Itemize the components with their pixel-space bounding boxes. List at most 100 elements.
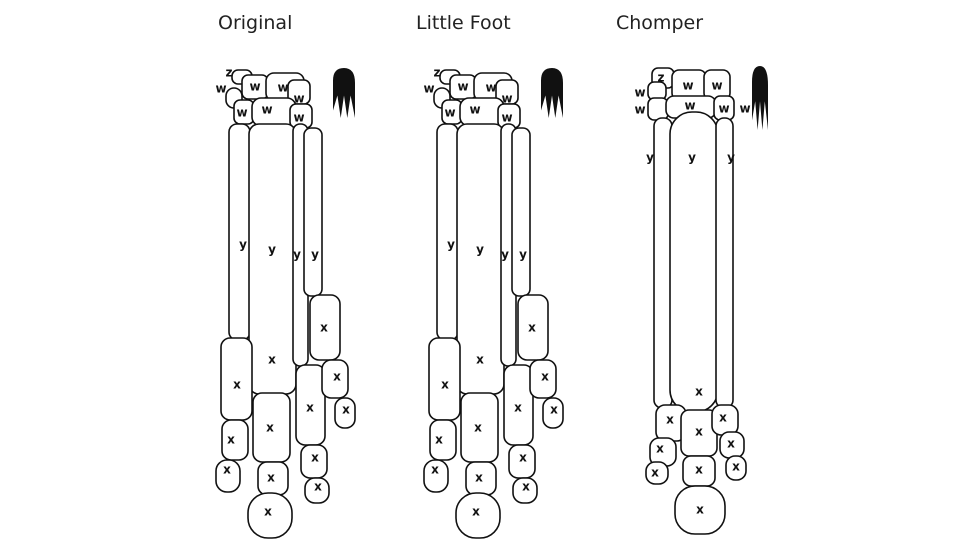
metacarpal (511, 127, 531, 297)
bone-label-w: w (501, 111, 512, 125)
bone-label-w: w (485, 81, 496, 95)
bone-label-w: w (739, 102, 750, 116)
bone-label-y: y (519, 248, 527, 262)
bone-label-y: y (293, 248, 301, 262)
bone-label-w: w (215, 82, 226, 96)
panel-title-little-foot: Little Foot (416, 12, 511, 34)
bone-label-z: z (658, 71, 665, 85)
carpal (647, 97, 669, 121)
bone-label-y: y (268, 243, 276, 257)
bone-label-w: w (457, 80, 468, 94)
bone-label-w: w (293, 92, 304, 106)
hand-silhouette-icon (541, 68, 563, 118)
bone-label-x: x (651, 466, 659, 480)
bone-label-x: x (320, 321, 328, 335)
phalanx (455, 492, 501, 539)
bone-label-w: w (634, 86, 645, 100)
bone-label-x: x (719, 411, 727, 425)
panel-title-chomper: Chomper (616, 12, 704, 34)
bone-label-w: w (634, 103, 645, 117)
bone-label-x: x (227, 433, 235, 447)
phalanx (321, 359, 349, 399)
phalanx (334, 397, 356, 429)
bone-label-x: x (514, 401, 522, 415)
bone-label-x: x (314, 480, 322, 494)
bone-label-x: x (306, 401, 314, 415)
bone-label-y: y (646, 151, 654, 165)
bone-label-z: z (434, 66, 441, 80)
bone-label-x: x (476, 353, 484, 367)
bone-label-w: w (277, 81, 288, 95)
bone-label-y: y (447, 238, 455, 252)
bone-label-x: x (474, 421, 482, 435)
bone-label-x: x (732, 460, 740, 474)
bone-label-x: x (441, 378, 449, 392)
phalanx (645, 461, 669, 485)
bone-label-x: x (475, 471, 483, 485)
bone-label-x: x (264, 505, 272, 519)
phalanx (304, 477, 330, 504)
bone-label-y: y (688, 151, 696, 165)
phalanx (309, 294, 341, 361)
bone-label-x: x (696, 503, 704, 517)
metacarpal (436, 123, 459, 341)
bone-label-z: z (226, 66, 233, 80)
bone-label-x: x (431, 463, 439, 477)
bone-label-w: w (261, 103, 272, 117)
metacarpal (303, 127, 323, 297)
bone-label-y: y (501, 248, 509, 262)
bone-label-w: w (718, 102, 729, 116)
bone-label-y: y (476, 243, 484, 257)
bone-label-w: w (293, 111, 304, 125)
phalanx (529, 359, 557, 399)
bone-label-x: x (267, 471, 275, 485)
bone-label-x: x (695, 425, 703, 439)
phalanx (423, 459, 449, 493)
phalanx (429, 419, 457, 461)
hand-silhouette-icon (333, 68, 355, 118)
bone-label-y: y (727, 151, 735, 165)
metacarpal (228, 123, 251, 341)
bone-label-x: x (472, 505, 480, 519)
bone-label-w: w (249, 80, 260, 94)
bone-label-x: x (311, 451, 319, 465)
bone-label-x: x (528, 321, 536, 335)
bone-label-x: x (333, 370, 341, 384)
bone-label-x: x (223, 463, 231, 477)
bone-label-w: w (469, 103, 480, 117)
bone-label-x: x (727, 437, 735, 451)
bone-label-x: x (342, 403, 350, 417)
bone-label-x: x (695, 463, 703, 477)
bone-label-w: w (236, 106, 247, 120)
bone-label-x: x (550, 403, 558, 417)
phalanx (215, 459, 241, 493)
bone-label-w: w (684, 99, 695, 113)
bone-label-x: x (541, 370, 549, 384)
bone-label-x: x (522, 480, 530, 494)
phalanx (725, 455, 747, 481)
phalanx (674, 485, 726, 535)
bone-label-w: w (682, 79, 693, 93)
bone-label-x: x (656, 442, 664, 456)
phalanx (542, 397, 564, 429)
bone-label-x: x (233, 378, 241, 392)
bone-label-x: x (695, 385, 703, 399)
bone-label-w: w (711, 79, 722, 93)
bone-label-x: x (435, 433, 443, 447)
bone-label-w: w (444, 106, 455, 120)
bone-label-x: x (266, 421, 274, 435)
phalanx (221, 419, 249, 461)
bone-label-x: x (268, 353, 276, 367)
phalanx (512, 477, 538, 504)
bone-label-y: y (239, 238, 247, 252)
hand-silhouette-icon (752, 66, 768, 130)
bone-label-x: x (666, 413, 674, 427)
phalanx (517, 294, 549, 361)
bone-label-w: w (501, 92, 512, 106)
bone-label-y: y (311, 248, 319, 262)
panel-title-original: Original (218, 12, 293, 34)
bone-label-x: x (519, 451, 527, 465)
bone-label-w: w (423, 82, 434, 96)
